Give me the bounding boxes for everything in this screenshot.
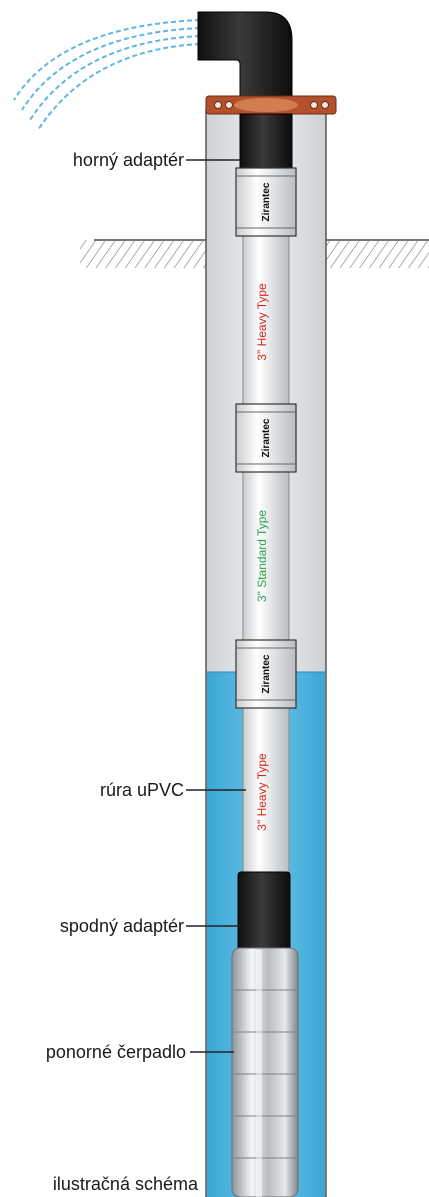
well-clamp [205, 95, 337, 115]
label-bottom-adapter: spodný adaptér [60, 916, 184, 936]
pipe-segment-label: 3" Heavy Type [255, 753, 269, 831]
label-top-adapter: horný adaptér [73, 150, 184, 170]
caption: ilustračná schéma [53, 1174, 199, 1194]
label-pipe: rúra uPVC [100, 780, 184, 800]
submersible-pump [231, 947, 299, 1197]
coupling: Zirantec [235, 639, 297, 709]
leader-lines [186, 159, 246, 1053]
label-pump: ponorné čerpadlo [46, 1042, 186, 1062]
upvc-pipe [242, 169, 290, 881]
top-adapter [239, 113, 293, 175]
coupling-brand: Zirantec [261, 654, 272, 693]
coupling-brand: Zirantec [261, 182, 272, 221]
coupling: Zirantec [235, 167, 297, 237]
pipe-segment-label: 3" Heavy Type [255, 283, 269, 361]
coupling-brand: Zirantec [261, 418, 272, 457]
pipe-segment-label: 3" Standard Type [255, 510, 269, 602]
ground [80, 239, 429, 268]
bottom-adapter [237, 871, 291, 953]
coupling: Zirantec [235, 403, 297, 473]
water-spray [13, 19, 201, 131]
